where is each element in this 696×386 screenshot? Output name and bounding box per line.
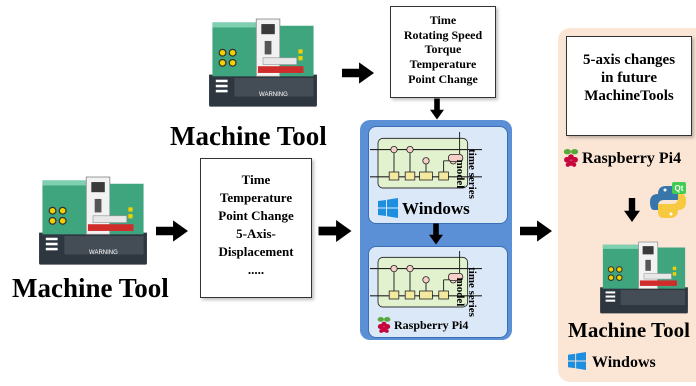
- arrow-pi-to-machine: [624, 198, 640, 222]
- left-note-line: Displacement: [218, 243, 294, 259]
- raspberry-pi-icon: [563, 149, 579, 167]
- top-features-note: Time Rotating Speed Torque Temperature P…: [390, 6, 496, 98]
- future-note-line: 5-axis changes: [582, 52, 676, 68]
- left-features-note: Time Temperature Point Change 5-Axis- Di…: [200, 158, 312, 298]
- future-note-line: MachineTools: [584, 88, 674, 104]
- top-note-line: Torque: [424, 42, 462, 57]
- output-machine-tool-icon: [599, 241, 689, 314]
- top-note-line: Time: [429, 13, 457, 27]
- left-machine-label: Machine Tool: [12, 273, 169, 303]
- qt-badge: Qt: [675, 184, 684, 193]
- raspberry-pi-icon: [377, 317, 391, 333]
- arrow-windows-to-pi: [429, 223, 443, 245]
- arrow-left-machine-to-note: [156, 220, 188, 242]
- left-machine-warning: WARNING: [89, 250, 118, 256]
- arrow-left-note-to-models: [318, 220, 352, 242]
- top-machine-warning: WARNING: [259, 92, 288, 98]
- pi-os-label: Raspberry Pi4: [394, 318, 469, 332]
- output-machine-label: Machine Tool: [568, 318, 690, 342]
- left-note-line: .....: [247, 261, 265, 277]
- python-qt-icon: Qt: [650, 182, 686, 218]
- right-device-label: Raspberry Pi4: [582, 150, 682, 167]
- future-note-line: in future: [601, 70, 657, 86]
- left-note-line: 5-Axis-: [236, 225, 276, 241]
- windows-os-label: Windows: [402, 199, 470, 218]
- left-note-line: Temperature: [219, 189, 293, 205]
- left-note-line: Point Change: [218, 207, 294, 223]
- windows-logo-icon: [568, 352, 586, 370]
- output-os-label: Windows: [592, 354, 656, 371]
- left-machine-tool-icon: WARNING: [38, 176, 148, 266]
- top-note-line: Temperature: [409, 56, 477, 71]
- future-changes-note: 5-axis changes in future MachineTools: [566, 36, 692, 136]
- arrow-top-machine-to-note: [342, 62, 374, 84]
- top-note-line: Rotating Speed: [403, 27, 483, 42]
- windows-logo-icon: [378, 198, 398, 218]
- left-note-line: Time: [241, 172, 271, 187]
- top-note-line: Point Change: [408, 71, 478, 86]
- top-machine-tool-icon: WARNING: [208, 18, 318, 108]
- arrow-top-note-down: [430, 98, 444, 120]
- top-machine-label: Machine Tool: [170, 121, 327, 151]
- arrow-models-to-output: [520, 220, 552, 242]
